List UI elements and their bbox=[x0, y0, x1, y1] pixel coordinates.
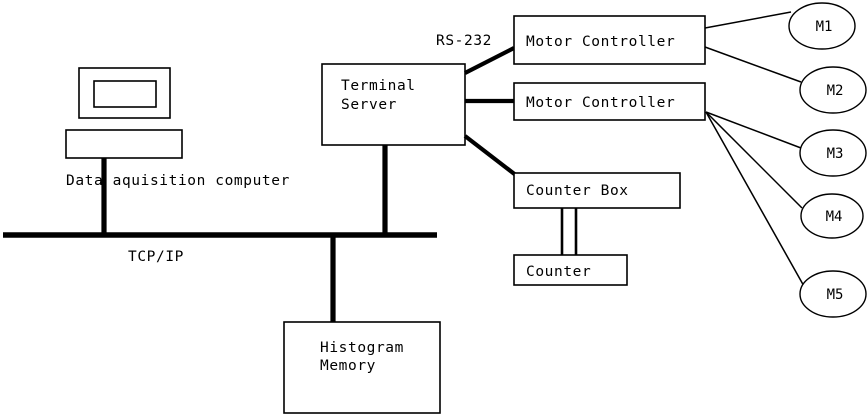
counter-label: Counter bbox=[526, 264, 591, 280]
motor-m4-ellipse[interactable] bbox=[800, 193, 864, 239]
motor-m2-label: M2 bbox=[827, 83, 844, 99]
motor-m5-ellipse[interactable] bbox=[799, 270, 867, 318]
counter-box-label: Counter Box bbox=[526, 183, 629, 199]
link-motor-controller-2-to-m5 bbox=[705, 111, 806, 289]
histogram-memory-box[interactable] bbox=[283, 321, 441, 414]
terminal-server-box[interactable] bbox=[321, 63, 466, 146]
data-acquisition-computer-label: Data aquisition computer bbox=[66, 173, 290, 189]
motor-controller-1-box[interactable] bbox=[513, 15, 706, 65]
motor-controller-2-label: Motor Controller bbox=[526, 95, 675, 111]
tcpip-bus-label: TCP/IP bbox=[128, 249, 184, 265]
counter-box[interactable] bbox=[513, 172, 681, 209]
motor-m1-label: M1 bbox=[816, 19, 833, 35]
motor-controller-1-label: Motor Controller bbox=[526, 34, 675, 50]
link-motor-controller-1-to-m1 bbox=[704, 11, 792, 29]
link-terminal-server-to-counter-box bbox=[463, 134, 519, 178]
rs232-link-label: RS-232 bbox=[436, 33, 492, 49]
histogram-memory-label-line1: Histogram bbox=[320, 340, 404, 356]
motor-m5-label: M5 bbox=[827, 287, 844, 303]
link-terminal-server-to-motor-controller-1 bbox=[464, 46, 515, 75]
motor-m3-ellipse[interactable] bbox=[799, 129, 867, 177]
link-motor-controller-2-to-m3 bbox=[705, 111, 802, 149]
terminal-server-label-line1: Terminal bbox=[341, 78, 416, 94]
motor-m1-ellipse[interactable] bbox=[788, 2, 856, 50]
link-motor-controller-1-to-m2 bbox=[704, 46, 802, 83]
motor-controller-2-box[interactable] bbox=[513, 82, 706, 121]
motor-m3-label: M3 bbox=[827, 146, 844, 162]
computer-base bbox=[65, 129, 183, 159]
terminal-server-label-line2: Server bbox=[341, 97, 397, 113]
histogram-memory-label-line2: Memory bbox=[320, 358, 376, 374]
link-motor-controller-2-to-m4 bbox=[705, 111, 803, 209]
motor-m2-ellipse[interactable] bbox=[799, 66, 867, 114]
counter-box-readout[interactable] bbox=[513, 254, 628, 286]
monitor-screen bbox=[93, 80, 157, 108]
motor-m4-label: M4 bbox=[826, 209, 843, 225]
